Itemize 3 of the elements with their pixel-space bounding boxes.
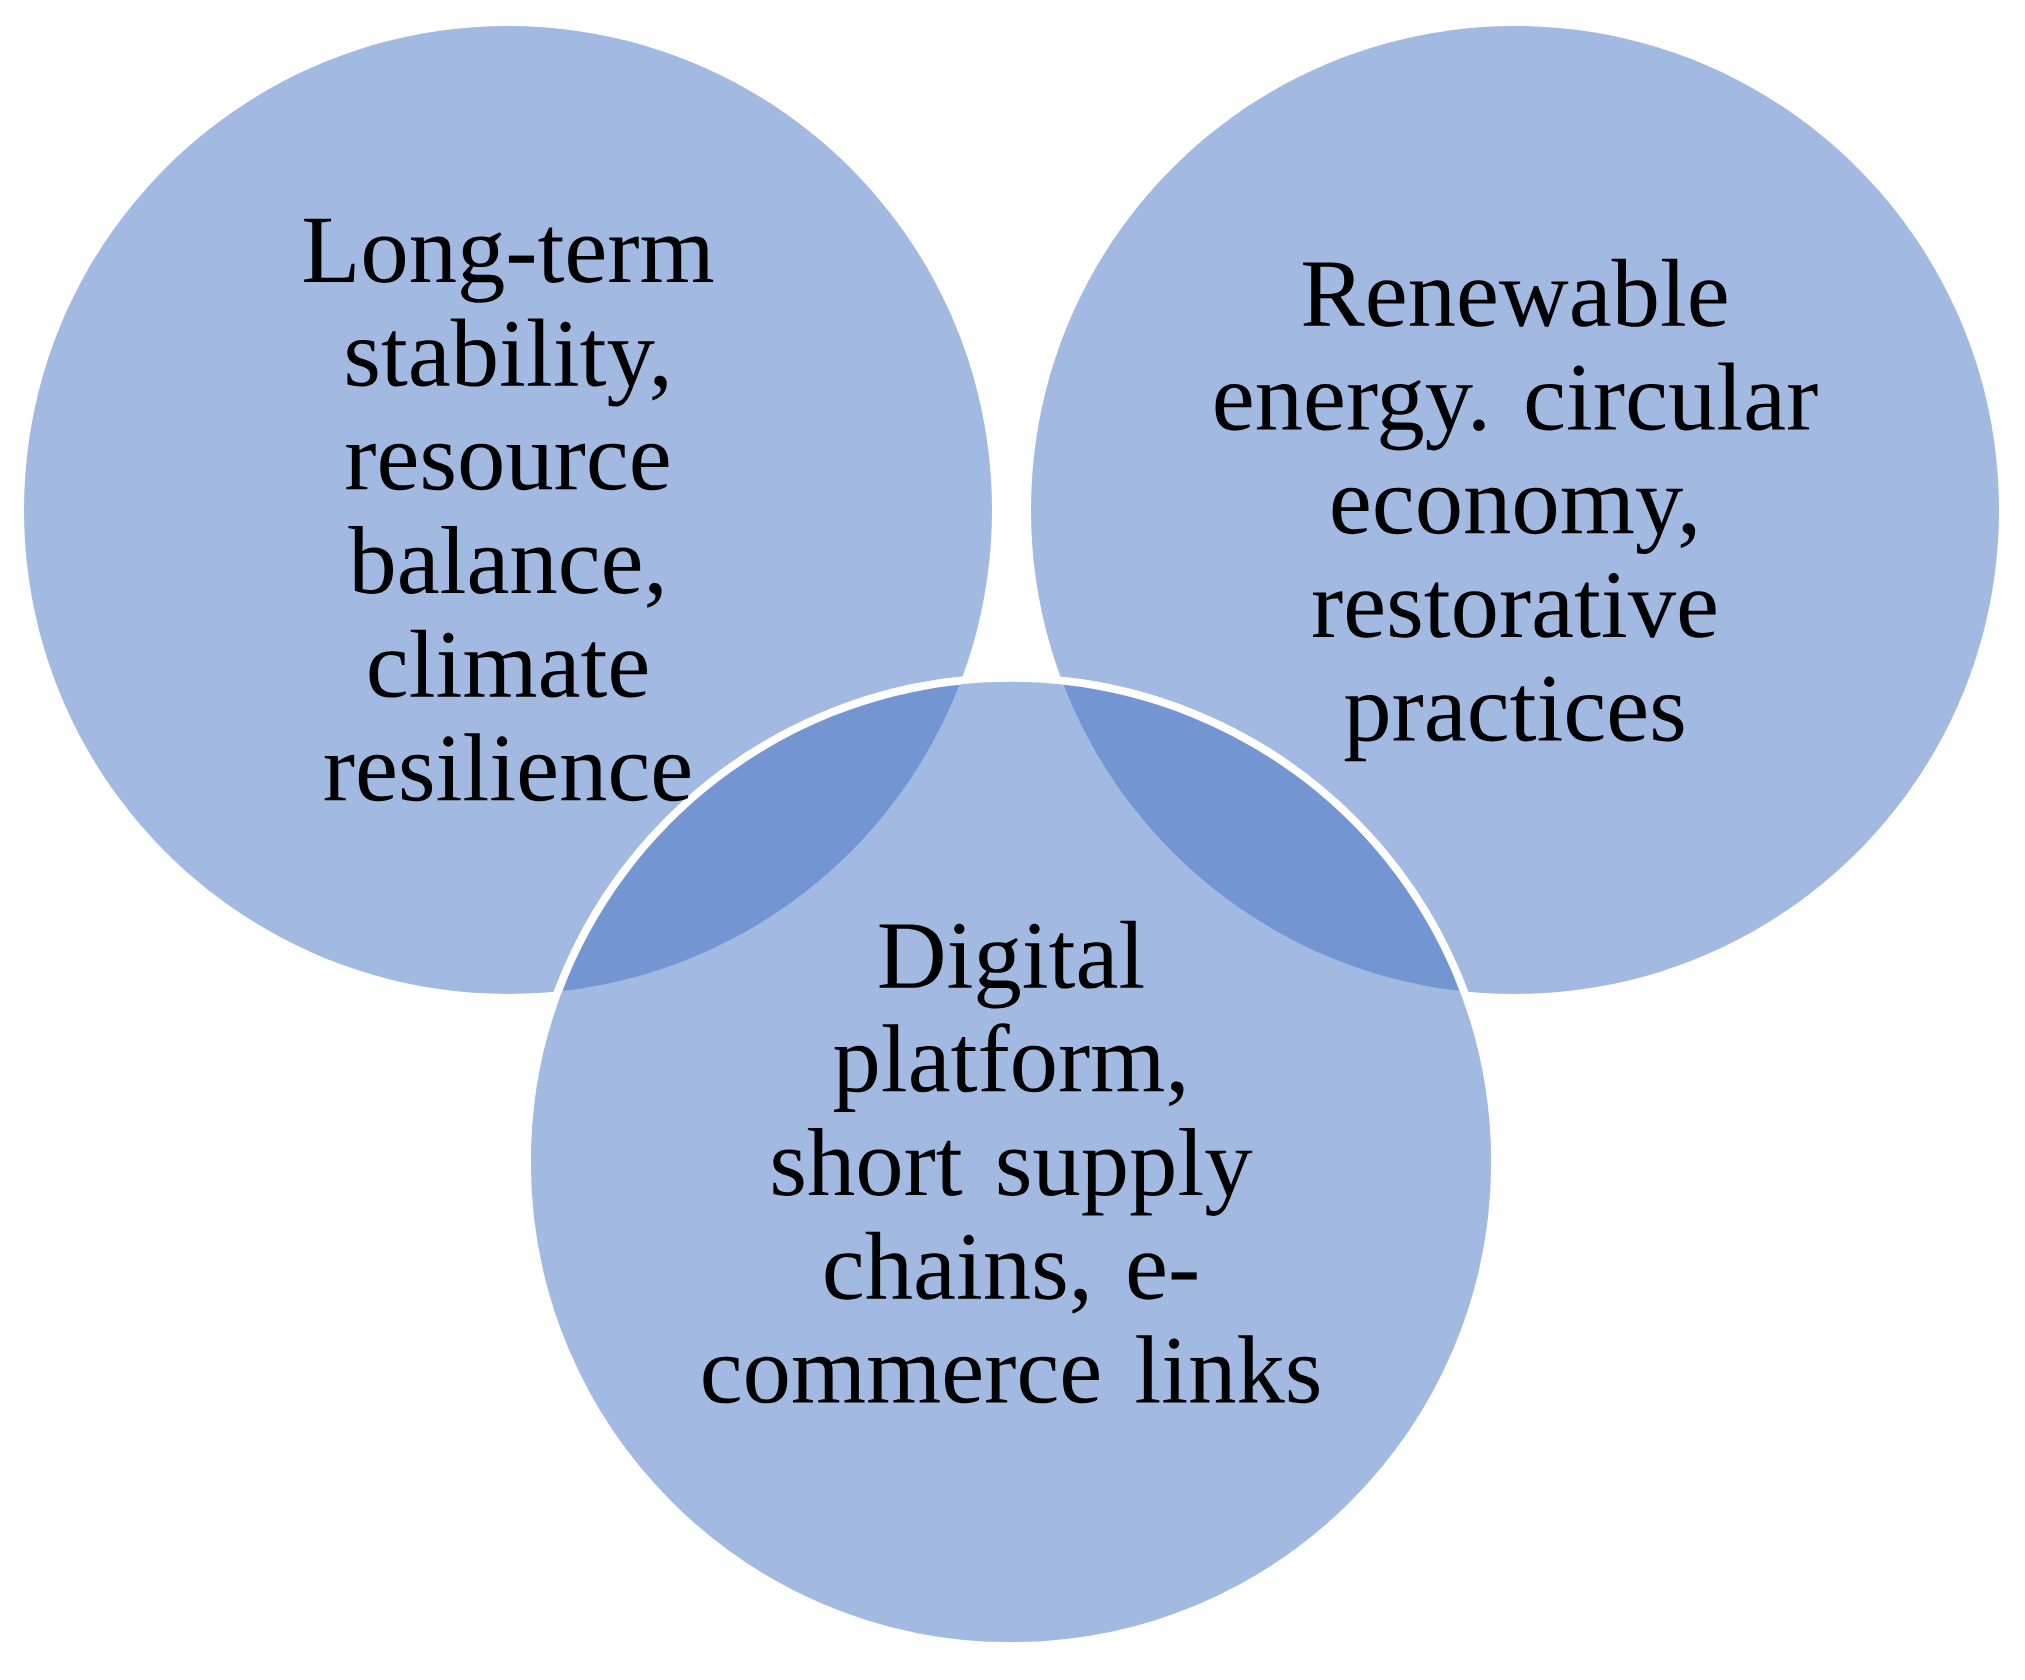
circle-text: Long-term stability, resource balance, climate resilience (304, 218, 714, 802)
circle-text: Digital platform, short supply chains, e-commerce links (703, 920, 1319, 1404)
circle-text: Renewable energy. circular economy, restorative practices (1215, 258, 1818, 762)
